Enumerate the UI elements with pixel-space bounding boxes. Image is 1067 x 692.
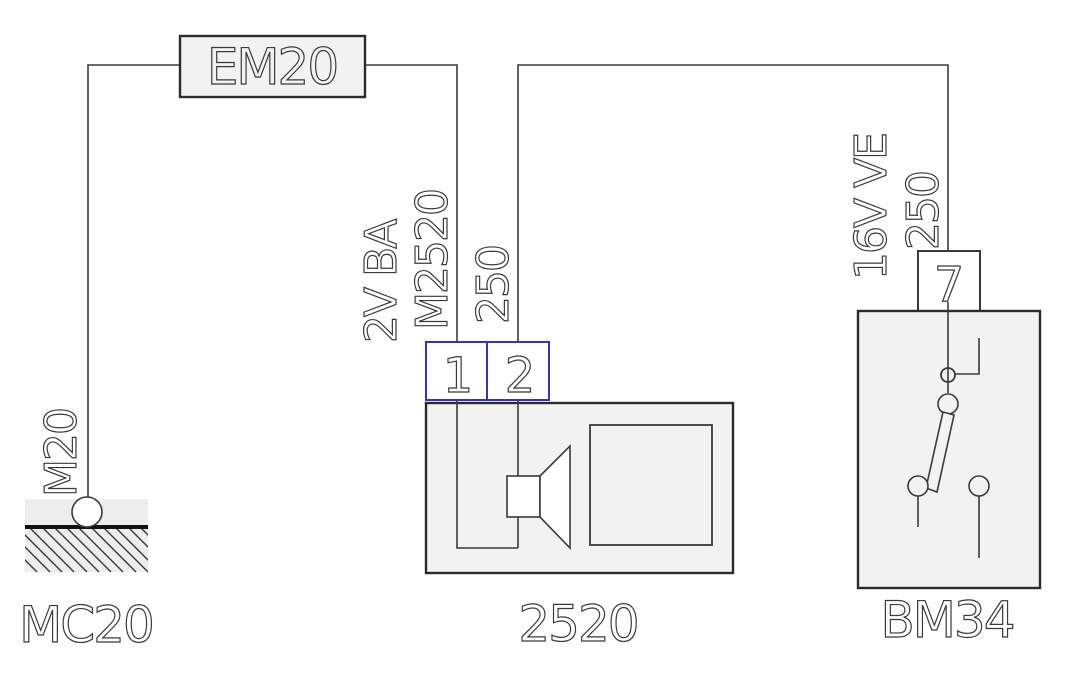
- pin1-label: 1: [443, 348, 472, 404]
- pin2-label: 2: [505, 348, 534, 404]
- switch-aux-contact-line: [955, 338, 980, 375]
- wire-label-16v-ve: 16V VE: [846, 134, 897, 280]
- switch-contact-pivot: [937, 393, 959, 415]
- switch-contact-right: [968, 475, 990, 497]
- speaker-internal-wire-1: [456, 400, 518, 549]
- em20-unit: EM20: [178, 34, 367, 99]
- pin2-connector: [486, 341, 550, 401]
- em20-label: EM20: [207, 38, 337, 96]
- wiring: [87, 64, 949, 497]
- wire-label-m2520: M2520: [407, 190, 458, 330]
- switch-contact-left: [907, 475, 929, 497]
- wire-labels: M20 2V BA M2520 250 16V VE 250: [35, 133, 949, 497]
- speaker-inner-module: [589, 424, 713, 546]
- mc20-label: MC20: [19, 596, 153, 654]
- ground-hatch: [25, 527, 148, 573]
- component-labels: MC20 2520 BM34: [19, 590, 1017, 654]
- switch-unit-box: [856, 309, 1042, 590]
- wire-em20-to-pin1: [365, 64, 458, 342]
- wire-pin2-to-pin7: [517, 64, 949, 342]
- unit-2520-label: 2520: [518, 595, 637, 653]
- wire-label-250-left: 250: [468, 246, 519, 324]
- switch-lever: [925, 411, 955, 494]
- wire-label-250-right: 250: [898, 172, 949, 250]
- ground-symbol: [25, 496, 148, 573]
- speaker-driver-icon: [506, 475, 541, 518]
- em20-box: [178, 34, 367, 99]
- wire-label-2v-ba: 2V BA: [356, 219, 407, 343]
- pin7-connector: [917, 250, 981, 312]
- switch-unit-bm34: 7: [856, 250, 1042, 590]
- wire-label-m20: M20: [36, 409, 87, 497]
- ground-contact-circle: [71, 496, 103, 528]
- pin1-connector: [425, 341, 488, 401]
- bm34-label: BM34: [880, 591, 1013, 649]
- speaker-unit-2520: 1 2: [424, 341, 735, 575]
- wire-em20-to-ground: [87, 64, 180, 497]
- pin7-label: 7: [934, 257, 963, 313]
- switch-contact-small: [940, 367, 956, 383]
- speaker-cone-icon: [539, 444, 571, 550]
